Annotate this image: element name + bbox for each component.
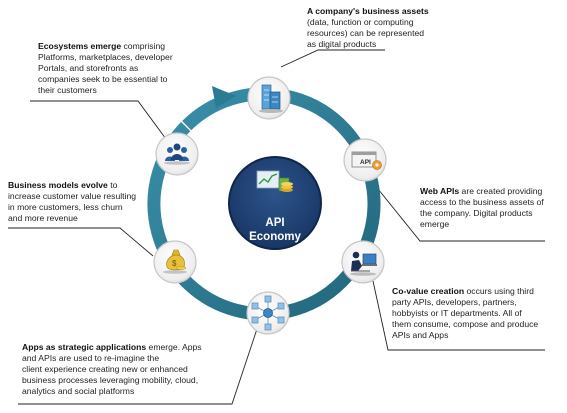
node-apps [246, 291, 290, 335]
text-line: companies seek to be essential to [38, 74, 168, 84]
text-line: party APIs, developers, partners, [392, 297, 517, 307]
ring-arrowhead [212, 86, 236, 108]
text-ecosystems: Ecosystems emerge comprising Platforms, … [38, 41, 188, 96]
apps-hub-icon [251, 295, 285, 331]
text-web-apis: Web APIs are created providing access to… [420, 186, 565, 230]
connector-lines [8, 49, 545, 405]
text-line: them consume, compose and produce [392, 319, 539, 329]
text-line: resources) can be represented [307, 28, 425, 38]
api-badge-text: API [360, 159, 371, 166]
text-line: access to the business assets of [420, 197, 544, 207]
text-business-assets-bold: A company's business assets [307, 6, 429, 16]
text-business-models: Business models evolve to increase custo… [8, 180, 148, 224]
connector-co-value [372, 280, 545, 351]
center-label: API Economy [222, 216, 328, 244]
text-line: are created providing [459, 186, 543, 196]
text-line: client experience creating new or enhanc… [22, 364, 188, 374]
text-line: increase customer value resulting [8, 191, 137, 201]
building-icon [259, 84, 283, 113]
text-line: (data, function or computing [307, 17, 414, 27]
connector-ecosystems [30, 100, 167, 140]
text-line: and APIs are used to re-imagine the [22, 353, 160, 363]
text-business-models-bold: Business models evolve [8, 180, 108, 190]
developer-icon [350, 251, 377, 276]
text-line: Platforms, marketplaces, developer [38, 52, 173, 62]
text-business-assets: A company's business assets (data, funct… [307, 6, 467, 50]
text-line: occurs using third [464, 286, 534, 296]
node-business-assets [247, 76, 291, 120]
text-line: APIs and Apps [392, 330, 449, 340]
text-line: their customers [38, 85, 97, 95]
text-co-value-bold: Co-value creation [392, 286, 465, 296]
finance-chart-icon [256, 170, 293, 192]
node-business-models: $ [153, 240, 197, 284]
center-label-line1: API [265, 217, 285, 229]
node-web-apis: API [343, 138, 387, 182]
node-co-value [341, 240, 385, 284]
money-bag-icon: $ [163, 249, 187, 274]
connector-business-models [8, 227, 154, 257]
text-line: and more revenue [8, 213, 78, 223]
center-label-line2: Economy [249, 231, 301, 243]
connector-business-assets [280, 49, 385, 68]
svg-text:$: $ [172, 259, 177, 268]
text-line: in more customers, less churn [8, 202, 123, 212]
node-ecosystems [155, 132, 199, 176]
text-line: emerge. Apps [146, 342, 202, 352]
text-line: to [107, 180, 118, 190]
text-line: the company. Digital products [420, 208, 533, 218]
text-web-apis-bold: Web APIs [420, 186, 460, 196]
text-line: emerge [420, 219, 450, 229]
text-ecosystems-bold: Ecosystems emerge [38, 41, 122, 51]
text-line: business processes leveraging mobility, … [22, 375, 199, 385]
text-line: Portals, and storefronts as [38, 63, 139, 73]
text-apps: Apps as strategic applications emerge. A… [22, 342, 237, 397]
text-line: hobbyists or IT departments. All of [392, 308, 522, 318]
text-line: analytics and social platforms [22, 386, 135, 396]
text-line: as digital products [307, 39, 377, 49]
connector-web-apis [373, 183, 545, 242]
people-icon [164, 143, 190, 165]
text-co-value: Co-value creation occurs using third par… [392, 286, 564, 341]
api-gear-icon: API [351, 151, 382, 170]
text-line: comprising [121, 41, 166, 51]
center-circle [228, 156, 322, 250]
text-apps-bold: Apps as strategic applications [22, 342, 147, 352]
connector-apps [18, 325, 259, 405]
